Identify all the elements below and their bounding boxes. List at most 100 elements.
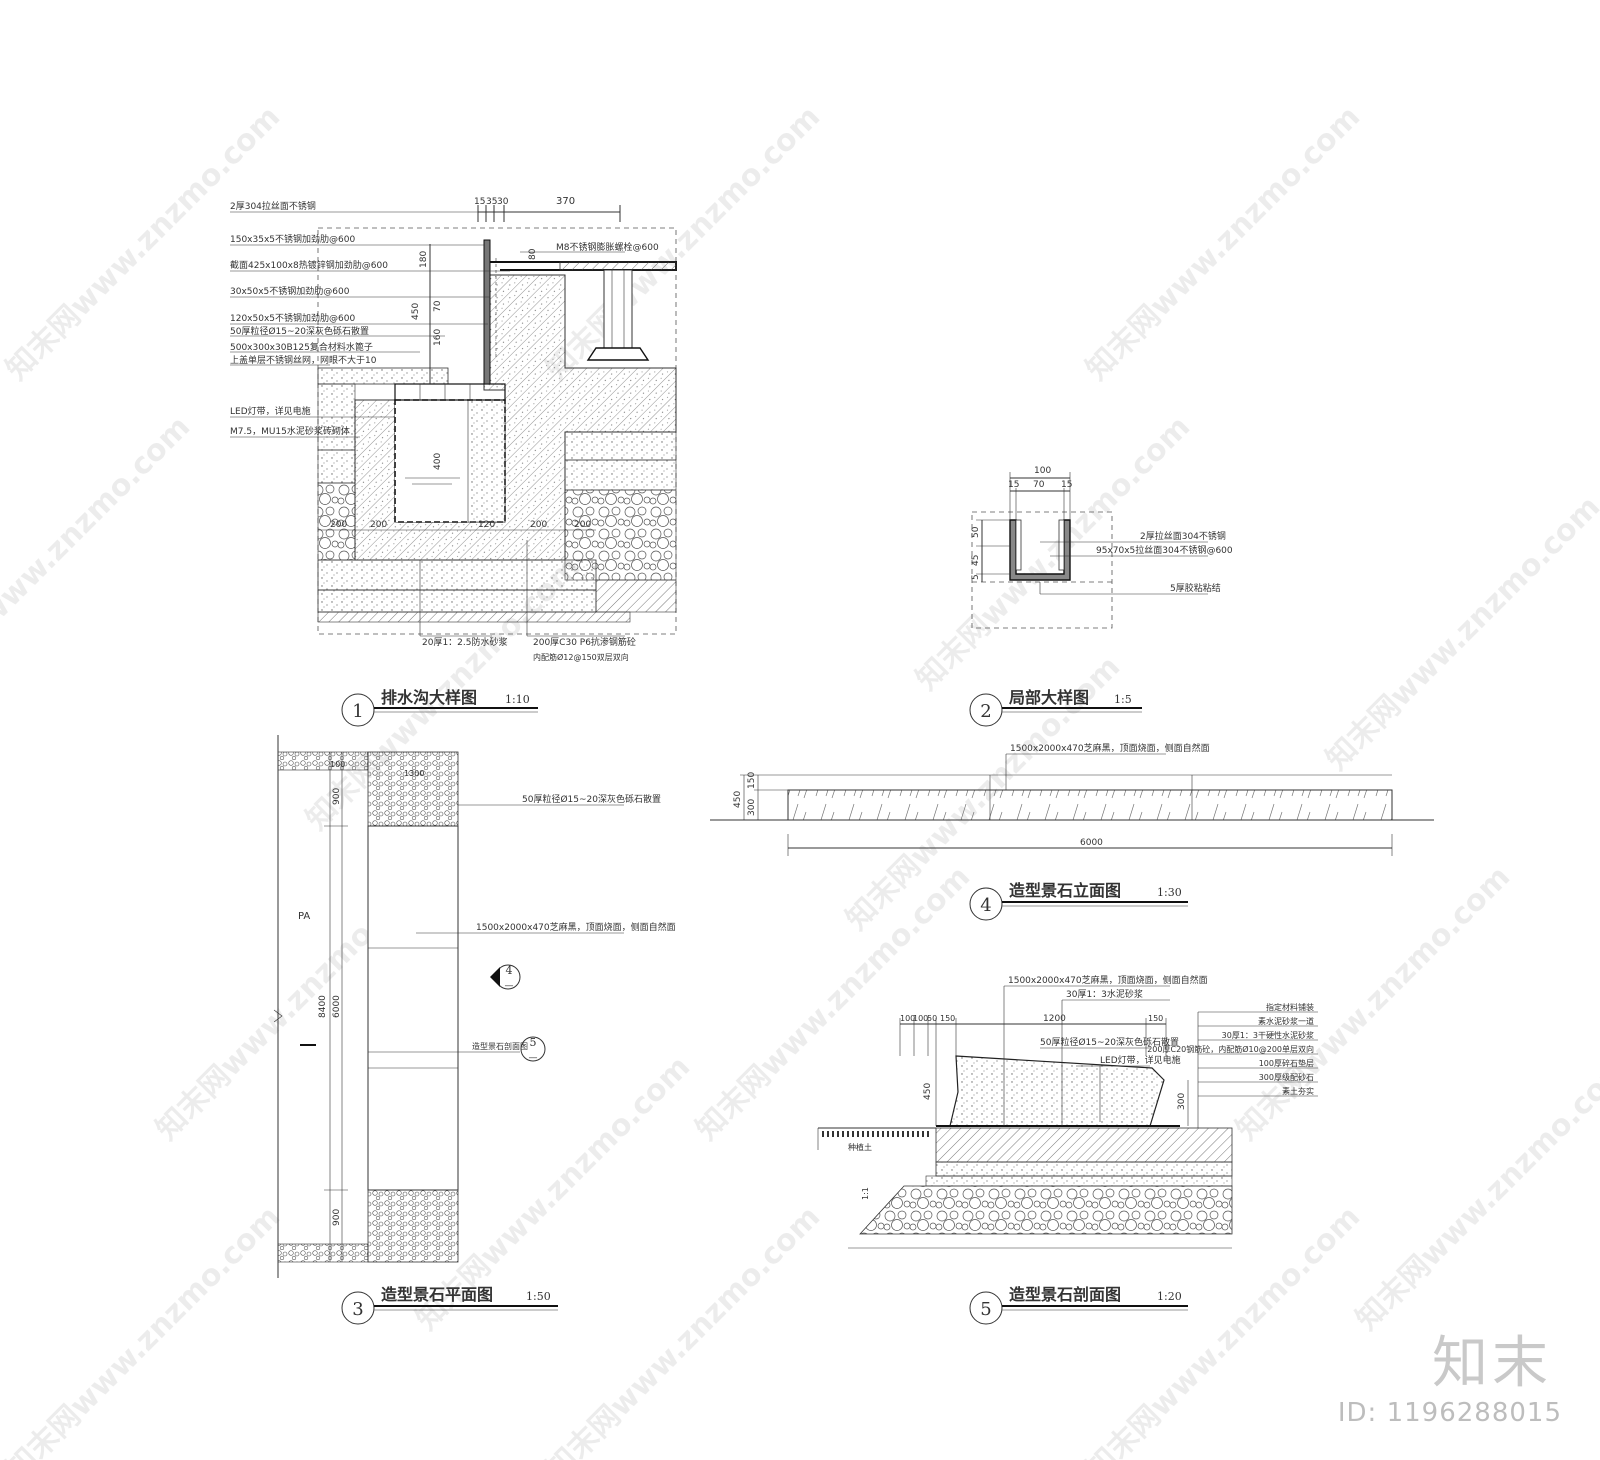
fig1-note-8: 上盖单层不锈钢丝网，网眼不大于10 bbox=[230, 354, 377, 366]
fig4-title-num: 4 bbox=[980, 895, 991, 916]
fig3-title-circle bbox=[341, 1291, 375, 1325]
fig5-layer-1: 指定材料铺装 bbox=[1266, 1002, 1314, 1012]
fig1-dim-bottom-5: 200 bbox=[574, 520, 591, 530]
fig5-section: 100 100 50 150 1200 150 450 300 1500x200… bbox=[817, 974, 1318, 1325]
fig3-dim-4: 900 bbox=[332, 1209, 342, 1226]
fig5-title-num: 5 bbox=[980, 1299, 991, 1320]
fig3-ref4-num: 4 bbox=[506, 964, 513, 977]
fig4-title-circle bbox=[969, 887, 1003, 921]
fig5-layer-3: 30厚1：3干硬性水泥砂浆 bbox=[1222, 1030, 1314, 1040]
fig5-note-4: LED灯带，详见电施 bbox=[1100, 1054, 1181, 1066]
watermark-text: 知末网www.znzmo.com bbox=[1079, 99, 1367, 387]
fig3-label-pa: PA bbox=[298, 911, 310, 922]
fig3-ref5-sub: — bbox=[529, 1053, 538, 1063]
fig1-dim-bottom-4: 200 bbox=[530, 520, 547, 530]
fig4-title: 造型景石立面图 bbox=[1009, 881, 1121, 900]
fig2-dim-top-2: 15 bbox=[1008, 480, 1019, 490]
fig1-dim-side-6: 80 bbox=[528, 248, 538, 260]
fig1-dim-top-1: 15 bbox=[474, 197, 485, 207]
fig2-scale: 1:5 bbox=[1114, 693, 1132, 706]
fig5-layer-4: 200厚C20钢筋砼，内配筋Ø10@200单层双向 bbox=[1147, 1044, 1314, 1054]
fig1-title: 排水沟大样图 bbox=[381, 688, 477, 707]
fig5-layer-6: 300厚级配砂石 bbox=[1259, 1072, 1314, 1082]
fig1-dim-top-4: 370 bbox=[556, 196, 575, 207]
fig3-note-2: 1500x2000x470芝麻黑，顶面烧面，侧面自然面 bbox=[476, 921, 676, 933]
fig5-dim-side-1: 450 bbox=[923, 1083, 933, 1100]
fig3-note-3: 造型景石剖面图 bbox=[472, 1041, 528, 1051]
fig2-dim-top-1: 100 bbox=[1034, 466, 1051, 476]
fig2-title: 局部大样图 bbox=[1009, 688, 1089, 707]
fig3-dim-2: 8400 bbox=[318, 995, 328, 1018]
fig5-note-1: 1500x2000x470芝麻黑，顶面烧面，侧面自然面 bbox=[1008, 974, 1208, 986]
fig1-note-bottom-1: 20厚1：2.5防水砂浆 bbox=[422, 636, 508, 648]
fig5-note-2: 30厚1：3水泥砂浆 bbox=[1066, 988, 1143, 1000]
fig1-dim-side-2: 450 bbox=[411, 303, 421, 320]
fig1-note-7: 500x300x30B125复合材料水篦子 bbox=[230, 341, 373, 353]
fig5-dim-top-6: 150 bbox=[1148, 1014, 1163, 1023]
fig3-ref5-circle bbox=[520, 1036, 546, 1062]
watermark-text: 知末网www.znzmo.com bbox=[1319, 489, 1600, 777]
fig3-plan: 900 8400 6000 900 PA 100 1300 50厚粒径Ø15~2… bbox=[273, 735, 676, 1325]
fig4-note: 1500x2000x470芝麻黑，顶面烧面，侧面自然面 bbox=[1010, 742, 1210, 754]
fig1-note-bottom-2: 200厚C30 P6抗渗钢筋砼 bbox=[533, 636, 636, 648]
fig5-title: 造型景石剖面图 bbox=[1009, 1285, 1121, 1304]
fig1-dim-side-4: 160 bbox=[433, 329, 443, 346]
fig2-title-circle bbox=[969, 693, 1003, 727]
fig2-note-1: 2厚拉丝面304不锈钢 bbox=[1140, 530, 1226, 542]
fig5-slope: 1:1 bbox=[861, 1187, 870, 1200]
fig1-note-top: M8不锈钢膨胀螺栓@600 bbox=[556, 241, 659, 253]
fig5-layer-5: 100厚碎石垫层 bbox=[1259, 1058, 1314, 1068]
fig5-dim-top-3: 50 bbox=[927, 1014, 937, 1023]
brand-id-label: ID: 1196288015 bbox=[1337, 1398, 1562, 1428]
fig3-dim-6: 1300 bbox=[404, 769, 424, 778]
fig5-title-circle bbox=[969, 1291, 1003, 1325]
fig1-dim-top-3: 30 bbox=[497, 197, 509, 207]
fig1-title-num: 1 bbox=[352, 701, 363, 722]
fig2-note-3: 5厚胶粘粘结 bbox=[1170, 582, 1221, 594]
fig5-scale: 1:20 bbox=[1157, 1290, 1182, 1303]
fig1-dim-bottom-2: 200 bbox=[370, 520, 387, 530]
fig3-dim-5: 100 bbox=[330, 760, 345, 769]
fig5-note-3: 50厚粒径Ø15~20深灰色砾石散置 bbox=[1040, 1036, 1179, 1048]
fig1-note-6: 50厚粒径Ø15~20深灰色砾石散置 bbox=[230, 325, 369, 337]
fig4-dim-2: 150 bbox=[747, 772, 757, 789]
fig2-title-num: 2 bbox=[980, 701, 991, 722]
fig4-scale: 1:30 bbox=[1157, 886, 1182, 899]
fig1-note-1: 2厚304拉丝面不锈钢 bbox=[230, 200, 316, 212]
fig1-dim-side-5: 400 bbox=[433, 453, 443, 470]
watermark-text: 知末网www.znzmo.com bbox=[0, 1199, 287, 1460]
fig2-dim-top-3: 70 bbox=[1033, 480, 1045, 490]
fig3-ref5-num: 5 bbox=[530, 1036, 537, 1049]
brand-logo-text: 知末 bbox=[1432, 1331, 1552, 1396]
fig1-scale: 1:10 bbox=[505, 693, 530, 706]
fig3-scale: 1:50 bbox=[526, 1290, 551, 1303]
fig2-dim-side-2: 45 bbox=[971, 555, 981, 566]
fig5-layer-7: 素土夯实 bbox=[1282, 1086, 1314, 1096]
watermark-text: 知末网www.znzmo.com bbox=[689, 859, 977, 1147]
fig1-note-bottom-3: 内配筋Ø12@150双层双向 bbox=[533, 652, 629, 662]
fig4-dim-1: 450 bbox=[733, 791, 743, 808]
fig1-dim-top-2: 35 bbox=[486, 197, 497, 207]
fig5-label-soil: 种植土 bbox=[848, 1142, 872, 1152]
fig1-title-circle bbox=[341, 693, 375, 727]
fig5-dim-top-1: 100 bbox=[900, 1014, 915, 1023]
watermark-text: 知末网www.znzmo.com bbox=[1349, 1049, 1600, 1337]
fig5-dim-side-2: 300 bbox=[1177, 1093, 1187, 1110]
fig1-note-2: 150x35x5不锈钢加劲肋@600 bbox=[230, 233, 355, 245]
fig2-dim-side-1: 50 bbox=[971, 526, 981, 538]
fig1-note-4: 30x50x5不锈钢加劲肋@600 bbox=[230, 285, 350, 297]
fig4-dim-4: 6000 bbox=[1080, 838, 1103, 848]
fig2-partial-detail: 100 15 70 15 50 45 5 2厚拉丝面304不锈钢 95x70x5… bbox=[969, 466, 1233, 727]
fig5-dim-top-2: 100 bbox=[913, 1014, 928, 1023]
fig1-drain-detail: 15 35 30 370 180 450 70 160 400 80 200 2… bbox=[230, 196, 677, 727]
watermark-text: 知末网www.znzmo.com bbox=[0, 409, 197, 697]
fig1-dim-side-3: 70 bbox=[433, 300, 443, 312]
fig4-dim-3: 300 bbox=[747, 799, 757, 816]
fig1-note-10: M7.5，MU15水泥砂浆砖砌体 bbox=[230, 425, 350, 437]
fig1-note-5: 120x50x5不锈钢加劲肋@600 bbox=[230, 312, 355, 324]
fig1-dim-bottom-3: 120 bbox=[478, 520, 495, 530]
watermark-text: 知末网www.znzmo.com bbox=[539, 1199, 827, 1460]
fig2-dim-top-4: 15 bbox=[1061, 480, 1072, 490]
fig3-ref4-sub: — bbox=[505, 981, 514, 991]
